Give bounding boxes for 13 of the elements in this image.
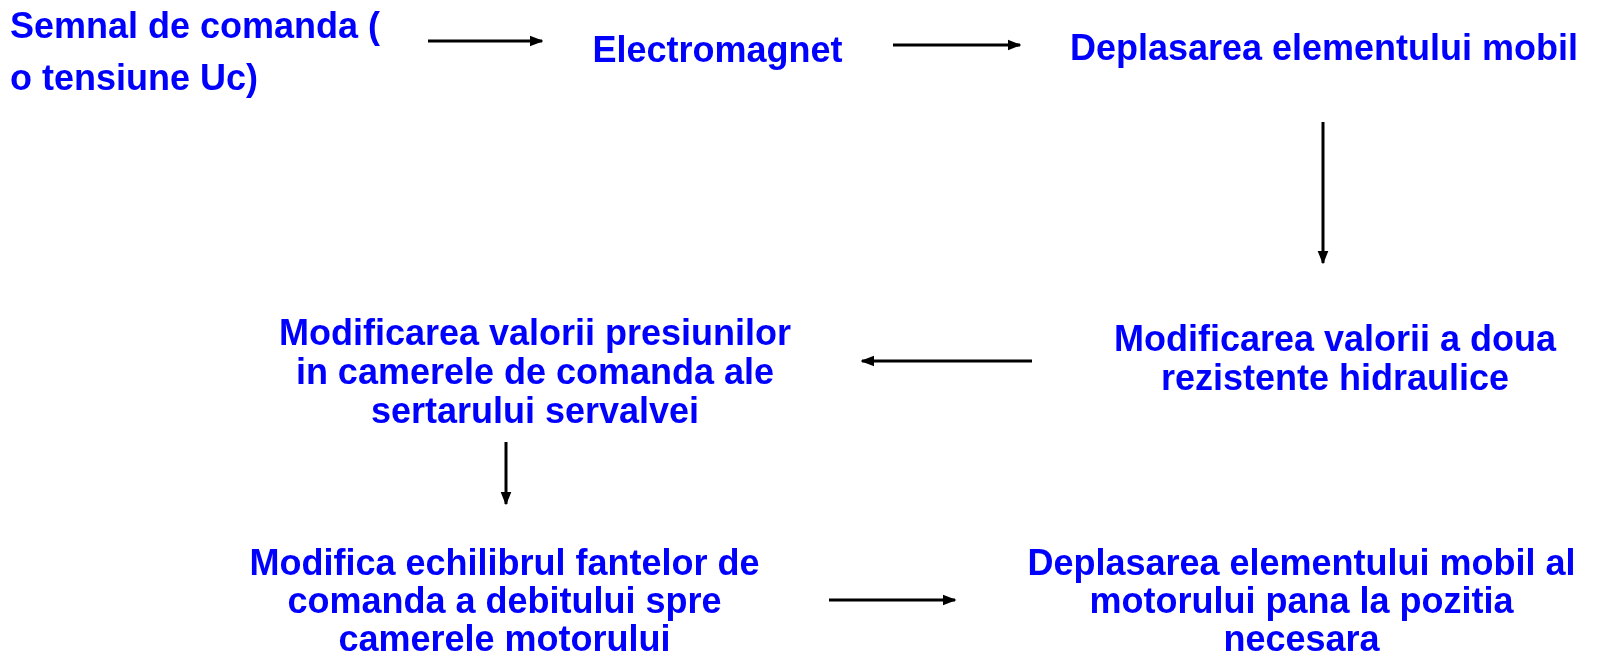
arrow bbox=[428, 35, 544, 47]
arrow bbox=[500, 442, 512, 506]
step-text: Modifica echilibrul fantelor de comanda a debitului spre camerele motorului bbox=[248, 544, 761, 658]
arrow bbox=[1317, 122, 1329, 265]
step-text: Modificarea valorii a doua rezistente hidraulice bbox=[1112, 319, 1558, 397]
arrow bbox=[829, 594, 957, 606]
arrow bbox=[860, 355, 1032, 367]
step-text: Deplasarea elementului mobil bbox=[1068, 26, 1580, 70]
arrow bbox=[893, 39, 1022, 51]
step-text: Electromagnet bbox=[591, 29, 844, 69]
step-text: Modificarea valorii presiunilor in camerele de comanda ale sertarului servalvei bbox=[277, 312, 793, 430]
step-text: Semnal de comanda ( o tensiune Uc) bbox=[10, 4, 382, 100]
step-text: Deplasarea elementului mobil al motorului pana la pozitia necesara bbox=[1026, 544, 1577, 658]
